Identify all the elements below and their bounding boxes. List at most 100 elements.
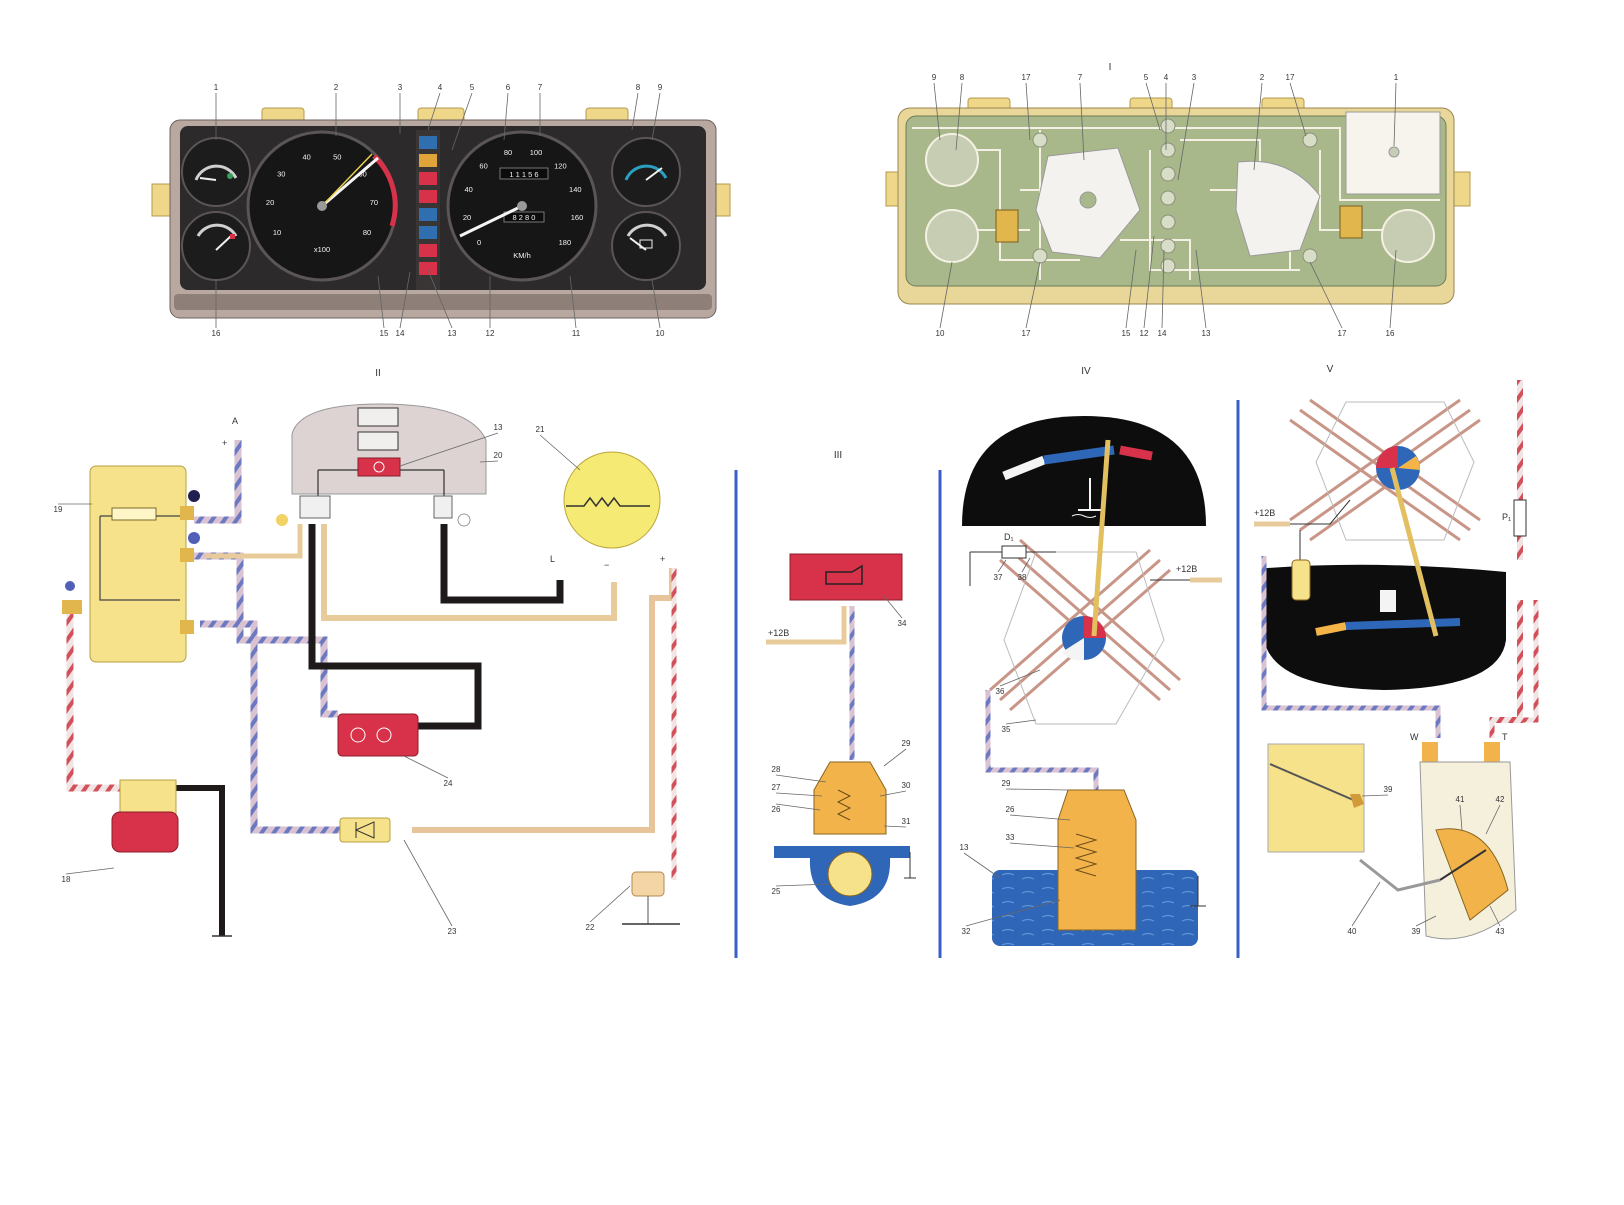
terminal-a-plus: + <box>222 438 227 448</box>
rear-top-callout: 4 <box>1164 73 1169 82</box>
leader-line <box>377 275 385 329</box>
fuel-gauge-needle <box>1389 467 1439 637</box>
lamp-parking <box>419 226 437 239</box>
terminal-l: L <box>550 554 555 564</box>
leader-line <box>479 460 499 463</box>
leader-line <box>1489 905 1501 927</box>
lamp-high-beam <box>419 136 437 149</box>
leader-line <box>1309 261 1343 329</box>
section-4-callout: 26 <box>1006 805 1015 814</box>
rear-bottom-callout: 14 <box>1158 329 1167 338</box>
section-3-callout: 26 <box>772 805 781 814</box>
leader-line <box>1459 804 1463 831</box>
section-5-supply: +12В <box>1254 508 1275 518</box>
speedometer-unit: KM/h <box>513 251 531 260</box>
section-3-supply: +12В <box>768 628 789 638</box>
section-2-callout: 13 <box>494 423 503 432</box>
section-5-callout: 40 <box>1348 927 1357 936</box>
speedometer-tick: 100 <box>530 148 543 157</box>
lamp-fuel-reserve <box>419 262 437 275</box>
leader-line <box>955 82 963 151</box>
leader-line <box>451 92 473 151</box>
leader-line <box>1393 82 1397 147</box>
leader-line <box>775 792 823 797</box>
front-top-callout: 1 <box>214 83 219 92</box>
front-bottom-callout: 13 <box>448 329 457 338</box>
speedometer-tick: 20 <box>463 213 471 222</box>
lamp-oil <box>419 172 437 185</box>
section-3-callout: 31 <box>902 817 911 826</box>
leader-line <box>1009 814 1071 821</box>
leader-line <box>933 82 941 141</box>
rear-top-callout: 3 <box>1192 73 1197 82</box>
tachometer-tick: 30 <box>277 170 285 179</box>
front-top-callout: 5 <box>470 83 475 92</box>
leader-line <box>1125 249 1137 329</box>
leader-line <box>1177 82 1195 181</box>
front-top-callout: 8 <box>636 83 641 92</box>
front-bottom-callout: 16 <box>212 329 221 338</box>
tachometer-tick: 40 <box>303 152 311 161</box>
section-3-callout: 27 <box>772 783 781 792</box>
front-top-callout: 2 <box>334 83 339 92</box>
terminal-w: W <box>1410 732 1419 742</box>
leader-line <box>963 852 1001 879</box>
leader-line <box>1025 261 1041 329</box>
section-2-callout: 22 <box>586 923 595 932</box>
tachometer-tick: 20 <box>266 198 274 207</box>
section-2-callout: 23 <box>448 927 457 936</box>
leader-line <box>1079 82 1085 161</box>
section-2-callout: 18 <box>62 875 71 884</box>
section-4-callout: 35 <box>1002 725 1011 734</box>
section-2-callout: 21 <box>536 425 545 434</box>
section-label-3: III <box>834 450 842 461</box>
leader-line <box>399 432 499 467</box>
leader-line <box>403 755 449 779</box>
leader-line <box>651 279 661 329</box>
section-3-callout: 28 <box>772 765 781 774</box>
leader-line <box>883 595 903 619</box>
sensor-minus: − <box>604 560 609 570</box>
trip-meter: 8 2 8 0 <box>513 213 536 222</box>
leader-line <box>1161 249 1165 329</box>
terminal-a: A <box>232 416 238 426</box>
section-4-callout: 36 <box>996 687 1005 696</box>
rear-bottom-callout: 17 <box>1338 329 1347 338</box>
speedometer-tick: 40 <box>465 185 473 194</box>
warning-lamp-column <box>416 130 440 290</box>
rear-top-callout: 17 <box>1286 73 1295 82</box>
lamp-choke <box>419 154 437 167</box>
front-bottom-callout: 14 <box>396 329 405 338</box>
rear-top-callout: 8 <box>960 73 965 82</box>
section-3-callout: 25 <box>772 887 781 896</box>
rear-bottom-callout: 12 <box>1140 329 1149 338</box>
front-top-callout: 4 <box>438 83 443 92</box>
leader-line <box>1195 249 1207 329</box>
leader-line <box>427 269 453 329</box>
speedometer-tick: 60 <box>479 161 487 170</box>
speedometer-needle <box>459 204 523 238</box>
section-3-callout: 34 <box>898 619 907 628</box>
section-4-supply: +12В <box>1176 564 1197 574</box>
rear-top-callout: 17 <box>1022 73 1031 82</box>
section-4-callout: 38 <box>1018 573 1027 582</box>
leader-line <box>631 92 639 131</box>
speedometer-tick: 160 <box>571 213 584 222</box>
rear-bottom-callout: 13 <box>1202 329 1211 338</box>
rear-top-callout: 1 <box>1394 73 1399 82</box>
leader-line <box>539 434 581 471</box>
section-4-callout: 33 <box>1006 833 1015 842</box>
leader-line <box>883 825 907 828</box>
